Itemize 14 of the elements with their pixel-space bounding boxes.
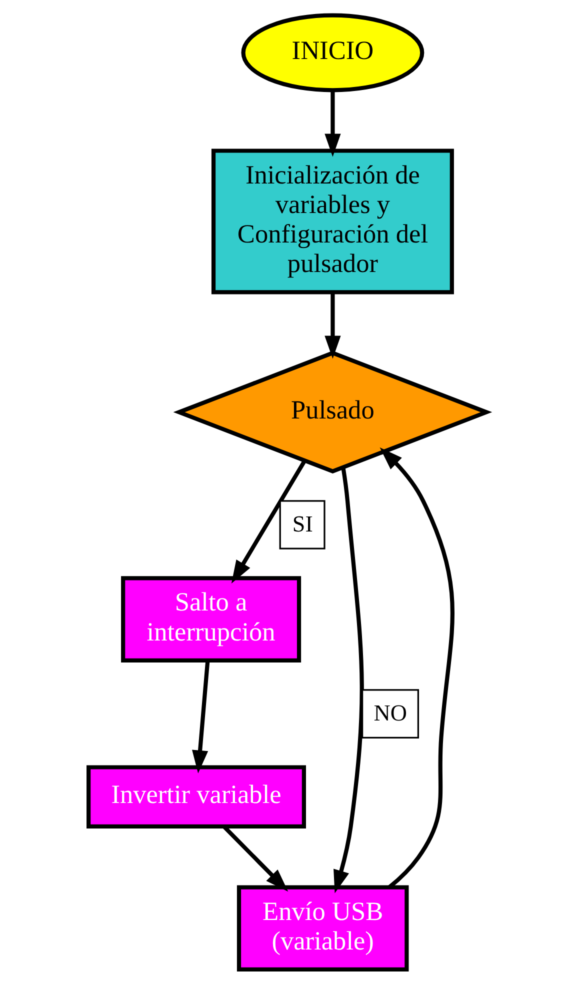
node-ellipse: INICIO: [240, 13, 424, 92]
node-box: Inicialización de variables y Configuración del pulsador: [210, 148, 454, 294]
node-box: Invertir variable: [86, 765, 306, 828]
edge-label: NO: [373, 700, 407, 726]
node-box: Envío USB (variable): [236, 885, 408, 972]
node-diamond: Pulsado: [172, 350, 492, 474]
node-box: Salto a interrupción: [120, 576, 301, 662]
arrow: [324, 90, 340, 157]
arrow: [324, 292, 340, 359]
arrow: [333, 467, 364, 894]
edge-label: SI: [292, 510, 312, 537]
arrow: [222, 826, 288, 892]
arrow: [192, 660, 210, 774]
arrow: [230, 460, 306, 584]
